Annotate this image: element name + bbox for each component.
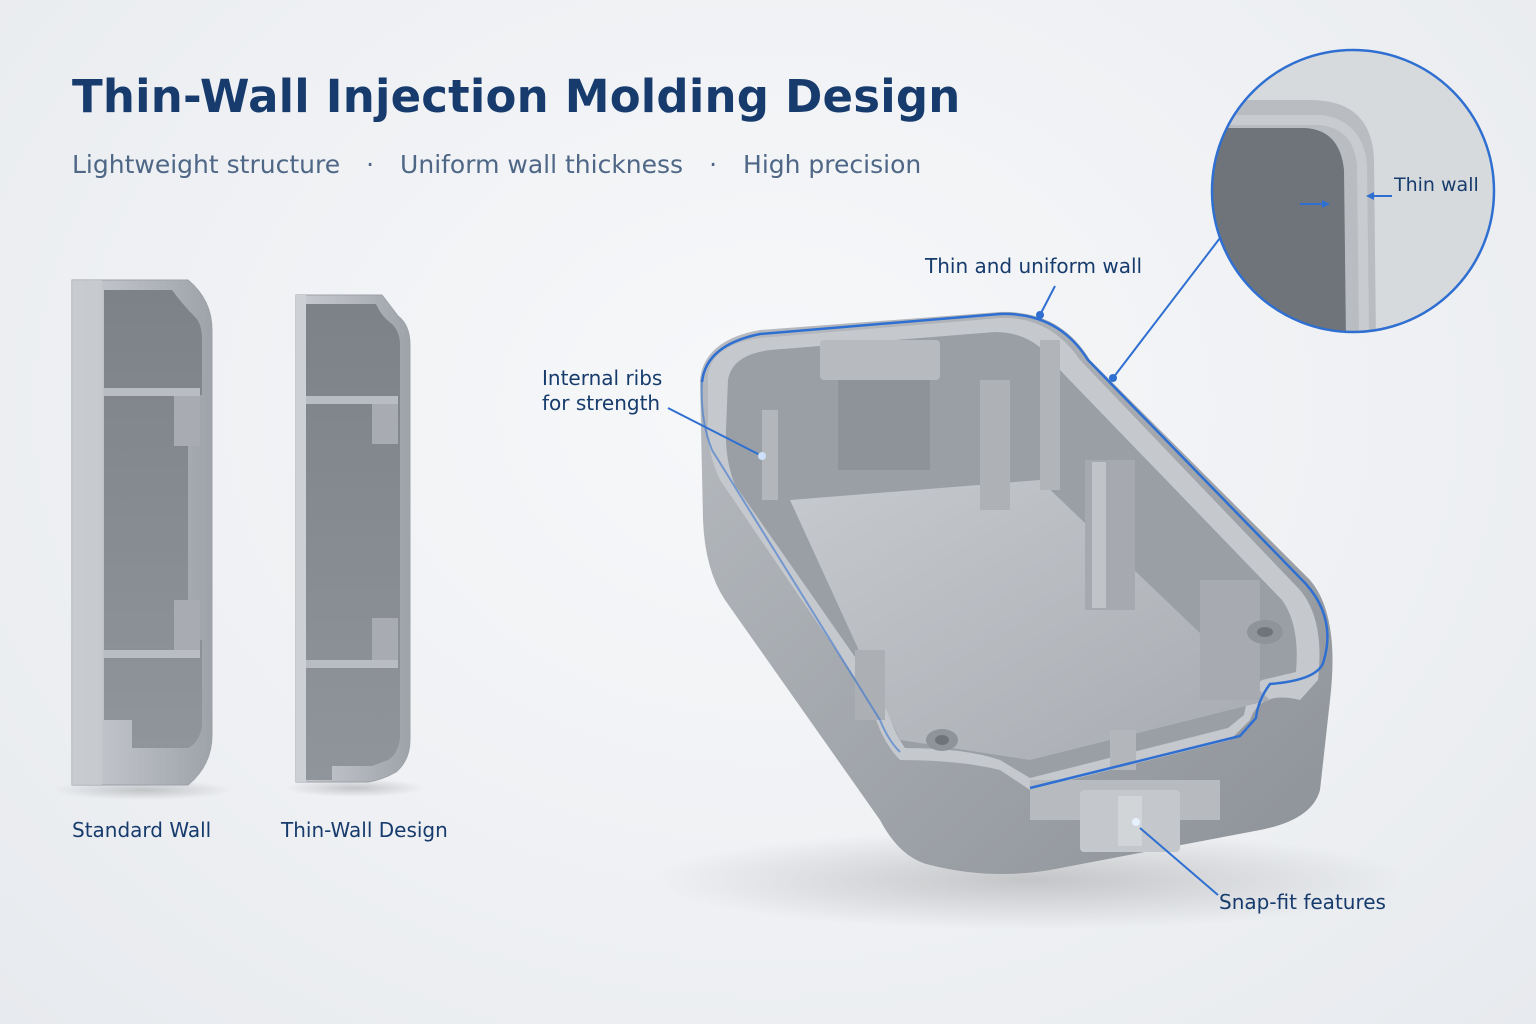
feature-precision: High precision [743,150,922,179]
separator-dot: · [366,150,375,179]
thin-wall-design-label: Thin-Wall Design [281,818,448,842]
callout-internal-ribs-line1: Internal ribs [542,366,663,390]
feature-uniform-wall: Uniform wall thickness [400,150,684,179]
thin-wall-section [285,294,425,797]
callout-thin-wall: Thin wall [1394,174,1479,196]
leader-thin-uniform-wall [1039,285,1056,316]
callout-internal-ribs-line2: for strength [542,391,661,415]
standard-wall-section [53,279,233,800]
leader-internal-ribs [667,407,763,457]
thin-wall-zoom-inset [1210,48,1496,334]
leader-zoom-inset [1112,237,1221,379]
callout-thin-uniform-wall: Thin and uniform wall [925,254,1143,278]
leader-lines [667,237,1221,896]
callout-internal-ribs: Internal ribs for strength [542,366,662,416]
leader-snap-fit [1139,827,1219,896]
subtitle-features: Lightweight structure · Uniform wall thick… [72,150,921,179]
leader-dots [758,311,1117,460]
feature-lightweight: Lightweight structure [72,150,341,179]
callout-snap-fit: Snap-fit features [1219,890,1386,914]
standard-wall-label: Standard Wall [72,818,212,842]
separator-dot: · [709,150,718,179]
housing-illustration [650,311,1410,930]
page-title: Thin-Wall Injection Molding Design [72,70,961,123]
